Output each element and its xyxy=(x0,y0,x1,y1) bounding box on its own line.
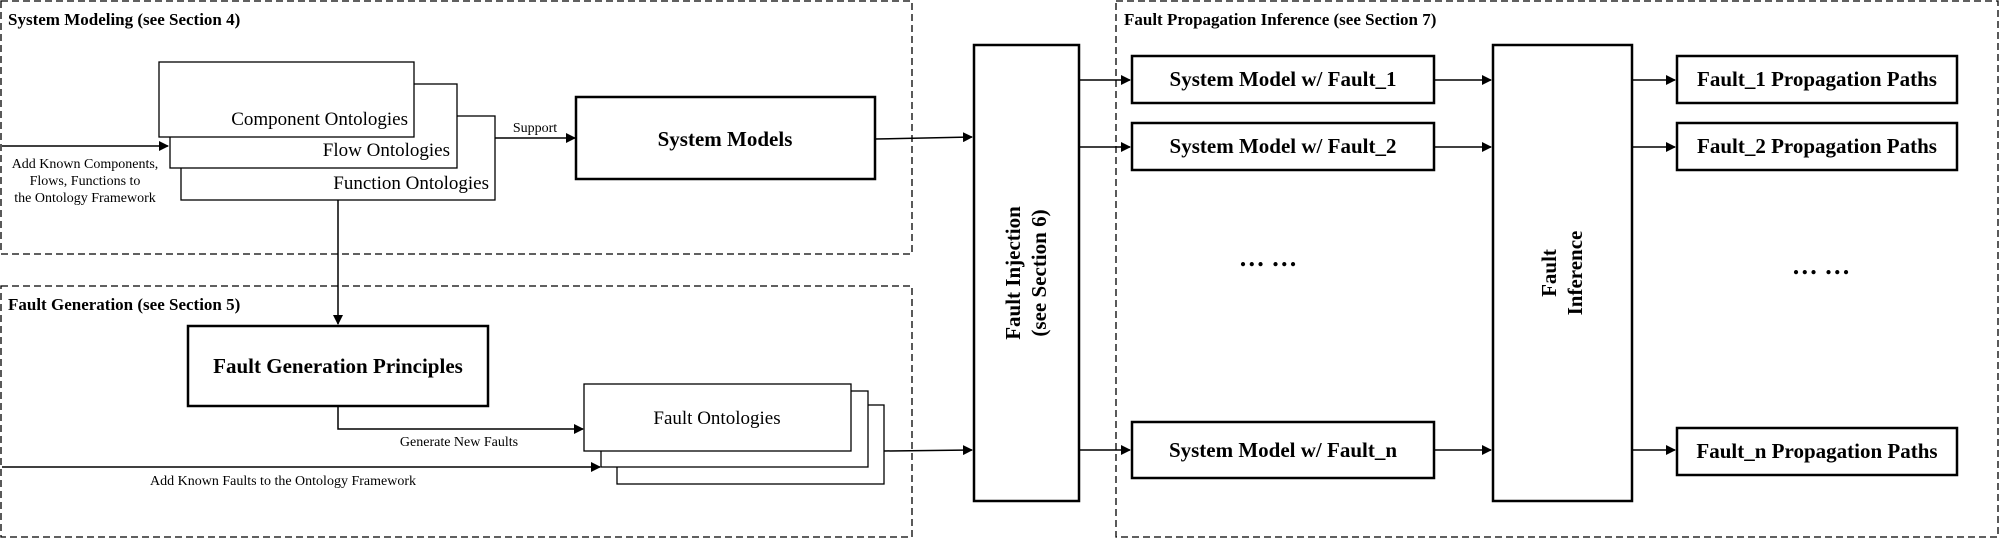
fault-models-ellipsis: … … xyxy=(1239,243,1298,272)
fault-model-box-1 xyxy=(1130,54,1436,105)
fault-generation-region-label: Fault Generation (see Section 5) xyxy=(8,295,240,314)
fault-propagation-region-label: Fault Propagation Inference (see Section… xyxy=(1124,10,1436,29)
fault-ontologies-to-injection-arrow xyxy=(883,445,973,456)
fault-model-label-2: System Model w/ Fault_2 xyxy=(1170,134,1397,158)
fault-generation-region xyxy=(0,285,913,538)
support-label: Support xyxy=(513,121,557,136)
fault-ontologies-label: Fault Ontologies xyxy=(653,408,780,429)
system-modeling-region xyxy=(0,0,913,255)
system-models-to-injection-arrow xyxy=(874,132,973,143)
component-ontologies-label: Component Ontologies xyxy=(231,109,408,130)
fault-injection-label-line-1: Fault Injection xyxy=(1001,206,1025,340)
system-modeling-region-label: System Modeling (see Section 4) xyxy=(8,10,240,29)
fault-injection-box xyxy=(972,43,1081,503)
fault-inference-label-line-2: Inference xyxy=(1563,231,1587,316)
system-models-box xyxy=(574,95,877,181)
fault-injection-label-line-2: (see Section 6) xyxy=(1027,209,1051,336)
fault-inference-label-line-1: Fault xyxy=(1537,249,1561,297)
add-known-faults-label: Add Known Faults to the Ontology Framewo… xyxy=(150,474,416,489)
flow-ontologies-label: Flow Ontologies xyxy=(323,140,450,161)
add-known-components-label-line-1: Add Known Components, xyxy=(12,157,159,172)
generate-new-faults-label: Generate New Faults xyxy=(400,435,518,450)
fault-generation-principles-box xyxy=(186,324,490,408)
fault-model-label-1: System Model w/ Fault_1 xyxy=(1170,67,1397,91)
propagation-path-label-2: Fault_2 Propagation Paths xyxy=(1697,134,1937,158)
fault-model-label-n: System Model w/ Fault_n xyxy=(1169,438,1397,462)
propagation-paths-ellipsis: … … xyxy=(1792,251,1851,280)
propagation-path-box-n xyxy=(1675,426,1959,477)
propagation-path-box-2 xyxy=(1675,121,1959,172)
add-known-components-label-line-2: Flows, Functions to xyxy=(30,174,141,189)
system-models-label: System Models xyxy=(658,127,793,151)
generate-new-faults-arrow xyxy=(337,406,584,434)
propagation-path-box-1 xyxy=(1675,54,1959,105)
fault-inference-box xyxy=(1491,43,1634,503)
fault-model-box-n xyxy=(1130,420,1436,480)
fault-generation-principles-label: Fault Generation Principles xyxy=(213,354,463,378)
fault-propagation-region xyxy=(1115,0,1999,538)
propagation-path-label-n: Fault_n Propagation Paths xyxy=(1696,439,1937,463)
function-ontologies-label: Function Ontologies xyxy=(333,173,489,194)
fault-ontologies-box xyxy=(583,383,852,452)
add-known-components-label-line-3: the Ontology Framework xyxy=(14,191,156,206)
component-ontologies-box xyxy=(158,61,415,138)
propagation-path-label-1: Fault_1 Propagation Paths xyxy=(1697,67,1937,91)
